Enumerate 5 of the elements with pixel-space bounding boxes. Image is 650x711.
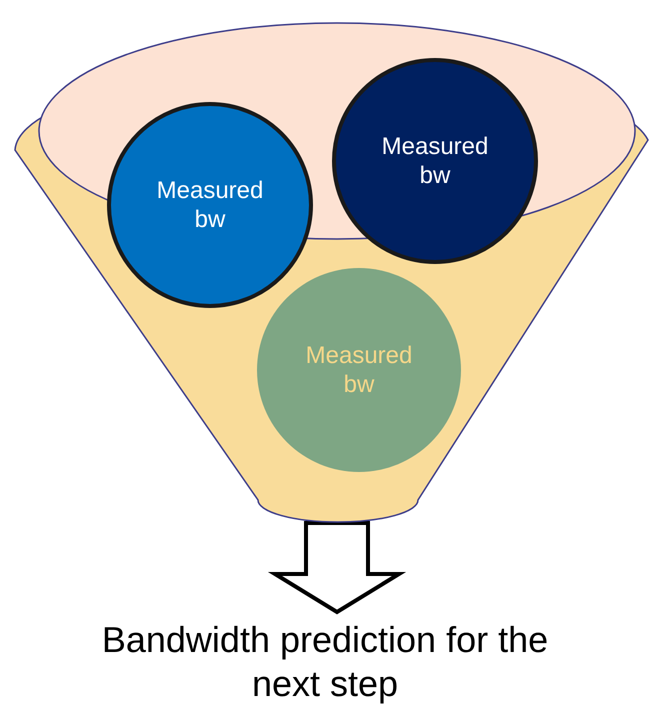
circle-label: Measured bw [380, 132, 490, 190]
block-arrow [268, 521, 406, 614]
circle-label: Measured bw [304, 341, 414, 399]
result-text: Bandwidth prediction for the next step [80, 618, 570, 708]
circle-label: Measured bw [156, 176, 264, 234]
